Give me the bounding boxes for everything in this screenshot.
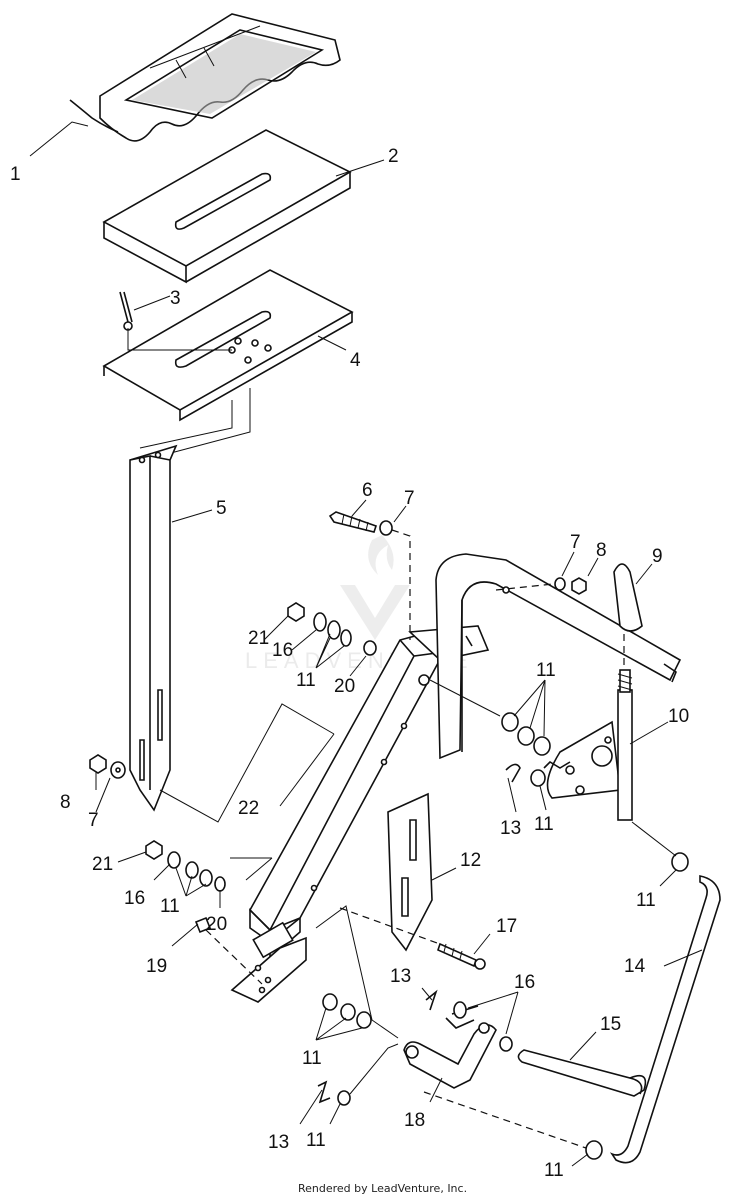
hardware-11-lower [315,905,603,1160]
callout-11h: 11 [544,1160,564,1181]
callout-22: 22 [238,798,259,819]
callout-7b: 7 [570,532,581,553]
footer-credit: Rendered by LeadVenture, Inc. [298,1182,467,1195]
callout-19: 19 [146,956,167,977]
part-2-pad [102,129,352,284]
part-12-plate [387,792,433,952]
callout-11c: 11 [534,814,554,835]
part-19-fitting [194,916,263,985]
callout-14: 14 [624,956,646,977]
part-5-bracket [129,444,178,812]
callout-13c: 13 [268,1132,289,1153]
part-14-rod [609,821,721,1164]
part-15-rod [517,1049,647,1097]
callout-21b: 21 [92,854,113,875]
part-17-bolt [339,907,486,970]
callout-16c: 16 [514,972,535,993]
part-4-plate [102,269,354,422]
assembly-lines-4-5 [139,388,251,459]
callout-3: 3 [170,288,181,309]
callout-17: 17 [496,916,517,937]
leader-lines [29,121,703,1167]
callout-20b: 20 [206,914,227,935]
callout-1: 1 [10,164,21,185]
callout-11e: 11 [636,890,656,911]
callout-20a: 20 [334,676,355,697]
part-8-7-left-hardware [89,754,126,779]
part-1-seat-pad [69,13,341,142]
callout-8b: 8 [60,792,71,813]
callout-7a: 7 [404,488,415,509]
callout-2: 2 [388,146,399,167]
callout-11g: 11 [306,1130,326,1151]
callout-13a: 13 [500,818,521,839]
callout-6: 6 [362,480,373,501]
callout-13b: 13 [390,966,411,987]
callout-labels: 1 2 3 4 5 6 7 7 7 8 8 9 10 11 11 11 11 1… [10,146,689,1181]
callout-12: 12 [460,850,481,871]
callout-8a: 8 [596,540,607,561]
part-9-knob [613,563,643,668]
callout-7c: 7 [88,810,99,831]
part-3-pin [119,291,133,331]
callout-16a: 16 [272,640,293,661]
part-6-bolt [328,511,411,640]
callout-11f: 11 [302,1048,322,1069]
callout-15: 15 [600,1014,621,1035]
hardware-13-11-mid [505,763,546,787]
hardware-stack-upper [287,602,377,656]
part-22-channel [159,625,490,1003]
part-7-8-upper-hardware [495,577,587,595]
callout-11a: 11 [296,670,316,691]
part-10-shifter-assembly [435,553,682,821]
callout-4: 4 [350,350,361,371]
callout-10: 10 [668,706,689,727]
callout-16b: 16 [124,888,145,909]
part-18-bellcrank [403,989,513,1089]
callout-11b: 11 [536,660,556,681]
callout-5: 5 [216,498,227,519]
callout-21a: 21 [248,628,269,649]
callout-9: 9 [652,546,663,567]
hardware-stack-right [429,679,551,756]
hardware-stack-lower [145,840,226,892]
callout-11d: 11 [160,896,180,917]
callout-18: 18 [404,1110,425,1131]
